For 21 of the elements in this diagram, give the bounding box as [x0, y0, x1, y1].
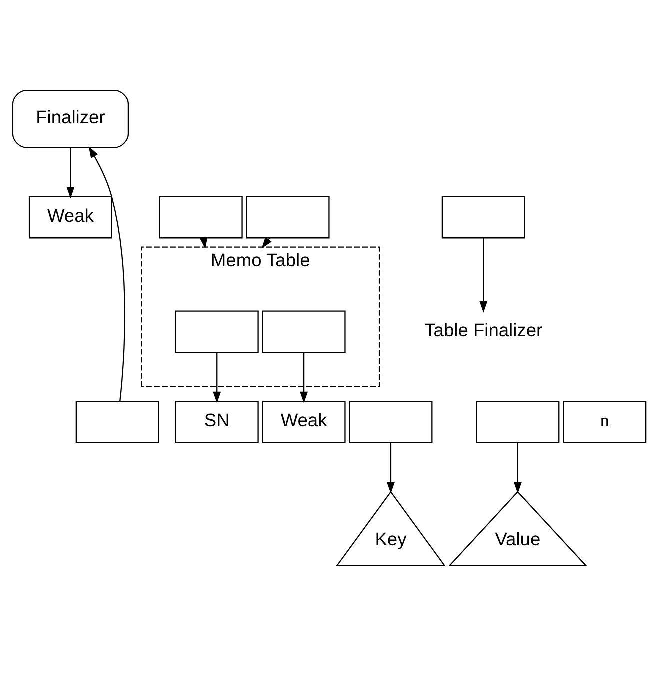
node-box: [246, 196, 330, 239]
node-box: Finalizer: [12, 90, 130, 148]
node-box: Weak: [28, 196, 112, 239]
node-box: [175, 310, 259, 354]
node-box: n: [563, 401, 647, 444]
arrow: [386, 443, 395, 494]
node-text: Table Finalizer: [424, 319, 543, 340]
node-box: [476, 401, 560, 444]
node-box: SN: [175, 401, 259, 444]
arrow: [514, 443, 522, 494]
arrow: [300, 352, 308, 404]
arrow: [66, 148, 75, 199]
node-box: [349, 401, 433, 444]
node-box: [442, 196, 526, 239]
arrow: [480, 238, 488, 313]
arrow: [88, 146, 126, 402]
cluster: Memo Table: [141, 246, 380, 388]
arrow: [213, 352, 222, 404]
node-box: Weak: [262, 401, 346, 444]
node-box: [76, 401, 160, 444]
node-box: [262, 310, 346, 354]
